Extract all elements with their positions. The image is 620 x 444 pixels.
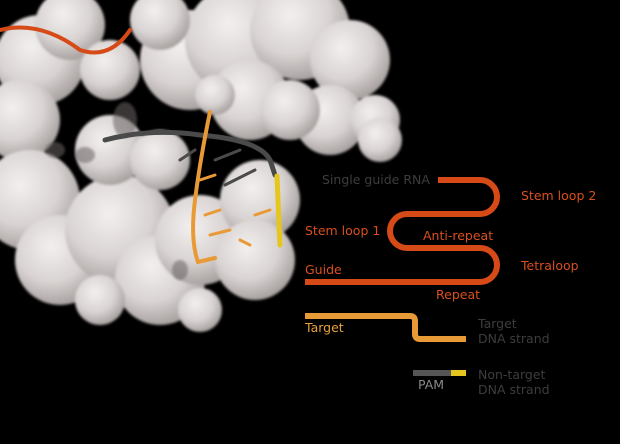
label-target: Target [305,320,344,335]
label-nontarget-dna-line2: DNA strand [478,382,550,397]
label-tetraloop: Tetraloop [521,258,579,273]
protein-shadows [45,102,188,280]
label-target-dna-strand: Target DNA strand [478,316,550,346]
label-pam: PAM [418,377,445,392]
label-single-guide-rna: Single guide RNA [322,172,430,187]
target-strand-path [305,313,466,342]
label-target-dna-line2: DNA strand [478,331,550,346]
rna-dna-strands [0,25,283,265]
label-repeat: Repeat [436,287,481,302]
label-guide: Guide [305,262,342,277]
sgrna-path [305,177,500,285]
label-nontarget-dna-strand: Non-target DNA strand [478,367,550,397]
protein-surface [0,0,402,332]
label-target-dna-line1: Target [478,316,517,331]
label-stem-loop-1: Stem loop 1 [305,223,381,238]
label-nontarget-dna-line1: Non-target [478,367,546,382]
label-stem-loop-2: Stem loop 2 [521,188,597,203]
label-anti-repeat: Anti-repeat [423,228,494,243]
